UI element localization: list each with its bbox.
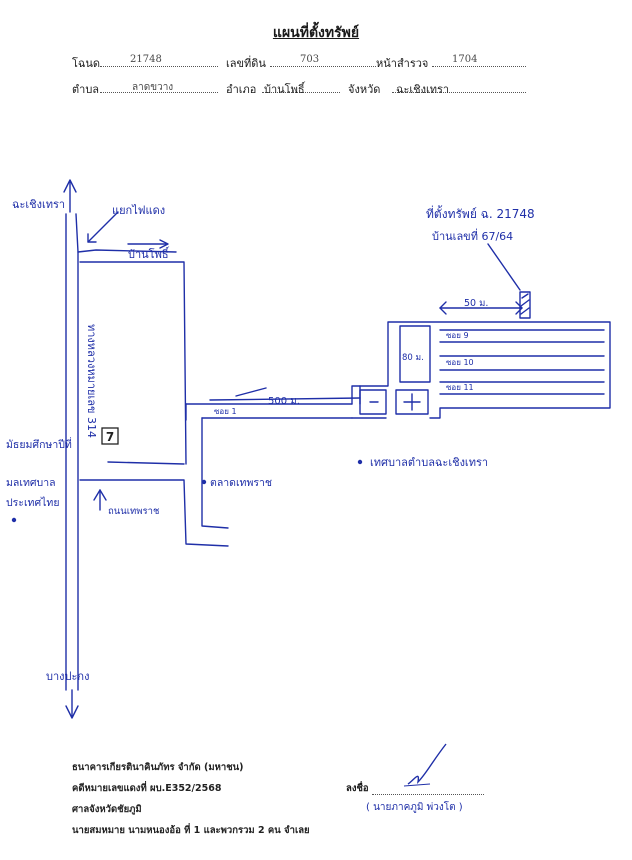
highway-right-edge [75, 213, 79, 691]
subdistrict-label: ตำบล [72, 83, 100, 96]
label-traffic-light: แยกไฟแดง [112, 204, 165, 217]
market-bullet [201, 479, 207, 485]
label-plot-2: บ้านเลขที่ 67/64 [432, 228, 513, 243]
property-pointer [487, 243, 521, 291]
label-school-1: มัธยมศึกษาปีที่ [6, 437, 72, 451]
signature [407, 743, 447, 785]
thepharat-road [79, 479, 229, 547]
soi-block-outline [359, 321, 611, 419]
municipality-bullet [357, 459, 363, 465]
branch-road-outer [79, 261, 187, 465]
land-no-label: เลขที่ดิน [226, 57, 266, 70]
dotted-line [262, 92, 340, 93]
deed-label: โฉนด [72, 57, 101, 70]
label-market: ตลาดเทพราช [210, 477, 272, 489]
signature-line [372, 794, 484, 795]
page-title: แผนที่ตั้งทรัพย์ [272, 25, 360, 41]
highway-number: 7 [106, 430, 114, 444]
label-80m: 80 ม. [402, 353, 424, 363]
label-highway: ทางหลวงหมายเลข 314 [85, 324, 98, 438]
label-soi-1: ซอย 1 [214, 407, 237, 416]
sign-label: ลงชื่อ [346, 783, 369, 794]
label-road: ถนนเทพราช [108, 506, 160, 517]
label-south: บางปะกง [46, 670, 89, 683]
court-name: ศาลจังหวัดชัยภูมิ [72, 804, 142, 815]
dotted-line [270, 66, 376, 67]
label-50m: 50 ม. [464, 298, 488, 309]
label-soi-9: ซอย 9 [446, 331, 469, 340]
label-plot-1: ที่ตั้งทรัพย์ ฉ. 21748 [426, 205, 535, 221]
province-value: ฉะเชิงเทรา [396, 83, 450, 96]
label-soi-10: ซอย 10 [446, 358, 474, 367]
ban-pho-road [77, 249, 177, 253]
dotted-line [100, 92, 218, 93]
district-label: อำเภอ [226, 83, 257, 96]
traffic-light-pointer [87, 211, 119, 243]
dotted-line [392, 92, 526, 93]
small-lot-1 [359, 389, 387, 415]
bank-name: ธนาคารเกียรตินาคินภัทร จำกัด (มหาชน) [72, 762, 244, 773]
dotted-line [100, 66, 218, 67]
deed-number: 21748 [130, 54, 162, 65]
south-arrow-head [65, 705, 79, 719]
small-lot-2 [395, 389, 429, 415]
label-school-2: มลเทศบาล [6, 477, 56, 489]
north-arrow-head [63, 179, 77, 193]
subdistrict-value: ลาดขวาง [132, 82, 174, 93]
property-marker [519, 291, 531, 319]
survey-page-number: 1704 [452, 54, 478, 65]
highway-number-box [101, 427, 119, 445]
survey-page-label: หน้าสำรวจ [376, 57, 429, 70]
lot-80m [399, 325, 431, 383]
label-500m: 500 ม. [268, 396, 300, 407]
label-municipality: เทศบาลตำบลฉะเชิงเทรา [370, 456, 488, 469]
signer-name: ( นายภาคภูมิ พ่วงโต ) [366, 802, 463, 813]
label-north: ฉะเชิงเทรา [12, 198, 65, 211]
case-number: คดีหมายเลขแดงที่ ผบ.E352/2568 [72, 783, 222, 794]
label-school-3: ประเทศไทย [6, 496, 59, 509]
district-value: บ้านโพธิ์ [264, 83, 305, 96]
defendant-line: นายสมหมาย นามหนองอ้อ ที่ 1 และพวกรวม 2 ค… [72, 825, 310, 836]
school-bullet [11, 517, 17, 523]
label-ban-pho: บ้านโพธิ์ [128, 246, 170, 261]
province-label: จังหวัด [348, 83, 381, 96]
land-number: 703 [300, 54, 320, 65]
label-soi-11: ซอย 11 [446, 383, 474, 392]
dotted-line [432, 66, 526, 67]
